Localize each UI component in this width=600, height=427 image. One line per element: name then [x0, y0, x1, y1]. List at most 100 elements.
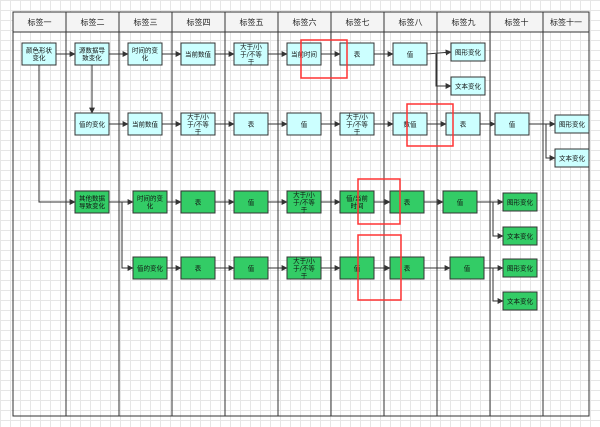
node-r1_i[interactable]: 图形变化	[450, 42, 486, 62]
node-label: 值	[509, 119, 516, 128]
node-r4_g[interactable]: 值	[449, 256, 485, 280]
node-label: 文本变化	[507, 231, 534, 240]
node-r4_a[interactable]: 值的变化	[132, 256, 168, 280]
node-r1_c[interactable]: 时间的变化	[127, 42, 163, 66]
node-label: 表	[404, 263, 411, 272]
lane-10: 标签十	[489, 11, 544, 417]
node-label: 当前数值	[185, 49, 212, 58]
node-r1_h[interactable]: 值	[392, 42, 428, 66]
node-r3_h[interactable]: 值	[442, 190, 478, 214]
highlight-box-2	[406, 103, 454, 147]
node-label: 值的变化	[79, 119, 106, 128]
lane-header-4: 标签四	[187, 17, 211, 27]
node-label: 值	[248, 197, 255, 206]
lane-header-8: 标签八	[399, 17, 423, 27]
node-r3_i[interactable]: 图形变化	[502, 192, 538, 212]
node-r2_g[interactable]: 数值	[392, 112, 428, 136]
node-r3_a[interactable]: 其他数据导致变化	[74, 190, 110, 214]
node-label: 表	[354, 49, 361, 58]
node-r4_i[interactable]: 文本变化	[502, 291, 538, 311]
edge-r1_a-r3_a	[38, 65, 76, 205]
lane-8: 标签八	[383, 11, 438, 417]
node-r1_j[interactable]: 文本变化	[450, 76, 486, 96]
node-label: 值	[464, 263, 471, 272]
lane-header-1: 标签一	[28, 17, 52, 27]
node-r3_e[interactable]: 大于/小于/不等于	[286, 190, 322, 214]
node-r4_e[interactable]: 值	[339, 256, 375, 280]
lane-header-3: 标签三	[134, 17, 158, 27]
lane-3: 标签三	[118, 11, 173, 417]
node-r1_a[interactable]: 颜色形状变化	[21, 42, 57, 66]
node-label: 图形变化	[507, 197, 534, 206]
node-r2_k[interactable]: 文本变化	[554, 148, 590, 168]
node-label: 图形变化	[455, 47, 482, 56]
node-r4_d[interactable]: 大于/小于/不等于	[286, 256, 322, 280]
node-label: 值	[457, 197, 464, 206]
node-label: 文本变化	[559, 153, 586, 162]
node-label: 表	[248, 119, 255, 128]
node-r1_g[interactable]: 表	[339, 42, 375, 66]
node-label: 时间的变化	[132, 46, 159, 63]
node-r2_i[interactable]: 值	[494, 112, 530, 136]
node-label: 大于/小于/不等于	[240, 42, 262, 66]
node-r3_j[interactable]: 文本变化	[502, 226, 538, 246]
node-r2_f[interactable]: 大于/小于/不等于	[339, 112, 375, 136]
node-r2_c[interactable]: 大于/小于/不等于	[180, 112, 216, 136]
node-label: 图形变化	[559, 119, 586, 128]
node-label: 颜色形状变化	[26, 46, 53, 63]
highlight-box-1	[300, 39, 348, 79]
lane-4: 标签四	[171, 11, 226, 417]
node-r3_b[interactable]: 时间的变化	[132, 190, 168, 214]
node-r3_d[interactable]: 值	[233, 190, 269, 214]
node-r2_j[interactable]: 图形变化	[554, 114, 590, 134]
node-label: 数值	[404, 119, 418, 128]
lane-6: 标签六	[277, 11, 332, 417]
highlight-box-4	[357, 234, 402, 301]
node-label: 当前数值	[132, 119, 159, 128]
node-label: 图形变化	[507, 263, 534, 272]
lane-header-7: 标签七	[346, 17, 370, 27]
lane-header-2: 标签二	[81, 17, 105, 27]
node-label: 表	[404, 197, 411, 206]
node-r3_g[interactable]: 表	[389, 190, 425, 214]
node-label: 表	[195, 263, 202, 272]
lane-11: 标签十一	[542, 11, 590, 417]
node-r4_f[interactable]: 表	[389, 256, 425, 280]
node-r4_h[interactable]: 图形变化	[502, 258, 538, 278]
node-label: 源数据导致变化	[79, 46, 106, 63]
node-r1_b[interactable]: 源数据导致变化	[74, 42, 110, 66]
lane-header-5: 标签五	[240, 17, 264, 27]
node-label: 文本变化	[455, 81, 482, 90]
edge-r3_h-r3_j	[492, 202, 504, 239]
edge-r1_h-r1_i	[426, 49, 452, 56]
node-label: 时间的变化	[137, 194, 164, 211]
node-r2_a[interactable]: 值的变化	[74, 112, 110, 136]
node-r2_e[interactable]: 值	[286, 112, 322, 136]
node-label: 当前时间	[291, 49, 317, 58]
node-label: 其他数据导致变化	[79, 194, 106, 211]
node-label: 大于/小于/不等于	[346, 112, 368, 136]
node-r4_b[interactable]: 表	[180, 256, 216, 280]
node-label: 值	[248, 263, 255, 272]
node-r1_f[interactable]: 当前时间	[286, 42, 322, 66]
node-r1_d[interactable]: 当前数值	[180, 42, 216, 66]
node-label: 表	[460, 119, 467, 128]
node-r3_c[interactable]: 表	[180, 190, 216, 214]
lane-5: 标签五	[224, 11, 279, 417]
node-label: 文本变化	[507, 296, 534, 305]
node-r4_c[interactable]: 值	[233, 256, 269, 280]
node-r2_d[interactable]: 表	[233, 112, 269, 136]
node-label: 值	[407, 49, 414, 58]
node-r2_b[interactable]: 当前数值	[127, 112, 163, 136]
node-r2_h[interactable]: 表	[445, 112, 481, 136]
node-label: 大于/小于/不等于	[187, 112, 209, 136]
lane-2: 标签二	[65, 11, 120, 417]
lane-header-11: 标签十一	[550, 17, 582, 27]
highlight-box-3	[357, 178, 401, 225]
node-r1_e[interactable]: 大于/小于/不等于	[233, 42, 269, 66]
node-r3_f[interactable]: 值/当前时间	[339, 190, 375, 214]
node-label: 大于/小于/不等于	[293, 256, 315, 280]
edge-r2_i-r2_k	[545, 124, 556, 161]
node-label: 表	[195, 197, 202, 206]
